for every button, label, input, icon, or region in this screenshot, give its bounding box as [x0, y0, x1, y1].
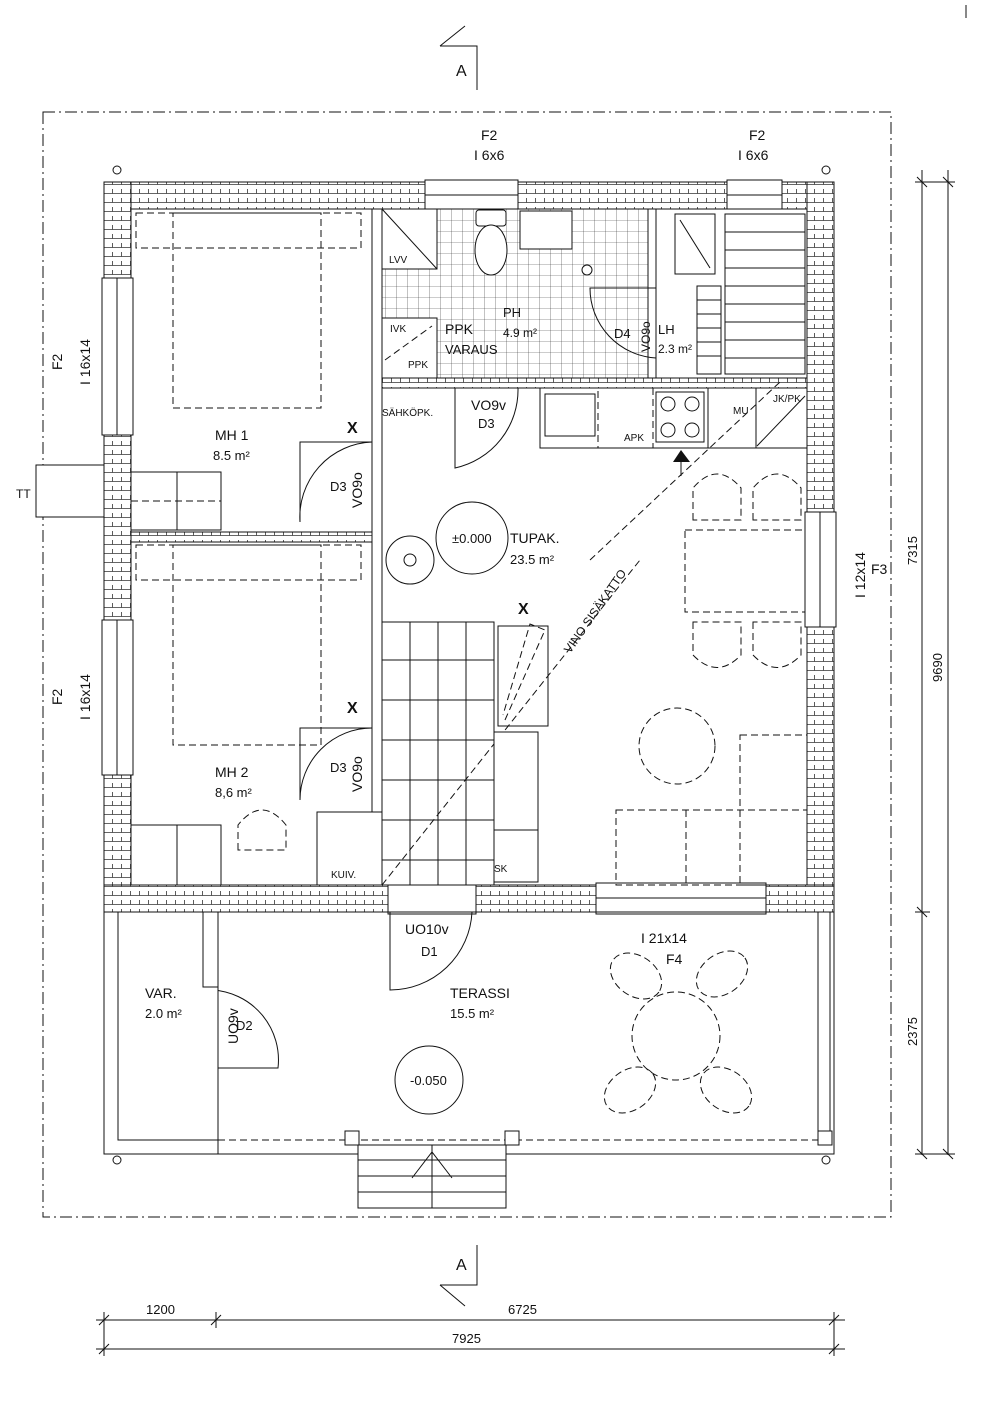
- svg-text:A: A: [456, 63, 467, 80]
- room-mh2-name: MH 2: [215, 764, 249, 780]
- svg-text:A: A: [456, 1257, 467, 1274]
- toilet-icon: [474, 209, 508, 276]
- room-ph-name: PH: [503, 305, 521, 320]
- plot-frame: [42, 111, 892, 1218]
- marker-x-mh1: X: [347, 420, 358, 437]
- door-mh1-type: D3: [330, 479, 347, 494]
- room-lh-name: LH: [658, 322, 675, 337]
- window-openings: [101, 179, 837, 915]
- door-main-type: D1: [421, 944, 438, 959]
- level-terrace: [394, 1045, 464, 1115]
- room-var-area: 2.0 m²: [145, 1006, 183, 1021]
- room-mh1-area: 8.5 m²: [213, 448, 251, 463]
- dim-bottom-right: 6725: [508, 1302, 537, 1317]
- terrace: [103, 911, 835, 1209]
- sink-icon: [544, 393, 596, 437]
- door-var-type: D2: [236, 1018, 253, 1033]
- room-tupak-area: 23.5 m²: [510, 552, 555, 567]
- dim-right-total: 9690: [930, 653, 945, 682]
- section-mark-bottom: A: [439, 1245, 478, 1307]
- fixture-lvv: LVV: [389, 255, 407, 266]
- dimension-lines-right: [915, 170, 955, 1160]
- level-floor-value: ±0.000: [452, 531, 492, 546]
- kitchen-counter: [539, 387, 808, 449]
- dim-bottom-total: 7925: [452, 1331, 481, 1346]
- dim-right-lower: 2375: [905, 1017, 920, 1046]
- interior-walls: [130, 208, 808, 886]
- chimney: TT: [16, 464, 105, 518]
- marker-x-stairs: X: [518, 601, 529, 618]
- fixture-jkpk: JK/PK: [773, 394, 801, 405]
- fixture-ppk-small: PPK: [408, 360, 428, 371]
- window-top-right-type: F2: [749, 127, 766, 143]
- fixture-sahkopk: SÄHKÖPK.: [382, 407, 433, 419]
- window-left-lower-type: F2: [49, 688, 65, 705]
- room-tupak-name: TUPAK.: [510, 530, 560, 546]
- dim-right-upper: 7315: [905, 536, 920, 565]
- door-swings: [211, 287, 657, 1069]
- room-terassi-name: TERASSI: [450, 985, 510, 1001]
- window-left-lower-size: I 16x14: [77, 674, 93, 720]
- ladder-hatch: [502, 623, 546, 721]
- room-lh-area: 2.3 m²: [658, 342, 692, 356]
- mh2-furniture: [130, 544, 362, 886]
- fixture-sk: SK: [494, 864, 508, 875]
- fixture-mu: MU: [733, 406, 749, 417]
- dining-set: [684, 473, 806, 668]
- room-terassi-area: 15.5 m²: [450, 1006, 495, 1021]
- window-terrace-type: F4: [666, 951, 683, 967]
- window-left-upper-size: I 16x14: [77, 339, 93, 385]
- window-right-type: F3: [871, 561, 888, 577]
- door-main-code: UO10v: [405, 921, 449, 937]
- shower-icon: [581, 264, 593, 276]
- room-var-name: VAR.: [145, 985, 177, 1001]
- fixture-kuiv: KUIV.: [331, 870, 356, 881]
- window-terrace-size: I 21x14: [641, 930, 687, 946]
- window-right-size: I 12x14: [852, 552, 868, 598]
- fixture-ppk: PPK: [445, 321, 474, 337]
- marker-x-mh2: X: [347, 700, 358, 717]
- door-mh2-type: D3: [330, 760, 347, 775]
- dim-bottom-left: 1200: [146, 1302, 175, 1317]
- svg-text:TT: TT: [16, 487, 31, 501]
- door-tupak-type: D3: [478, 416, 495, 431]
- door-lh-type: D4: [614, 326, 631, 341]
- window-top-right-size: I 6x6: [738, 147, 769, 163]
- washbasin-icon: [519, 210, 573, 250]
- corner-marks: [112, 165, 831, 1165]
- window-left-upper-type: F2: [49, 353, 65, 370]
- door-mh1-code: VO9o: [349, 472, 365, 508]
- level-floor: [435, 501, 509, 575]
- room-mh1-name: MH 1: [215, 427, 249, 443]
- fixture-varaus: VARAUS: [445, 342, 498, 357]
- room-mh2-area: 8,6 m²: [215, 785, 253, 800]
- fixture-ivk: IVK: [390, 324, 406, 335]
- window-top-left-size: I 6x6: [474, 147, 505, 163]
- door-mh2-code: VO9o: [349, 756, 365, 792]
- lounge-set: [615, 707, 808, 886]
- level-terrace-value: -0.050: [410, 1073, 447, 1088]
- sk-cabinet: [493, 731, 539, 883]
- door-var-code: UO9v: [225, 1008, 241, 1044]
- mh1-furniture: [130, 212, 362, 531]
- window-top-left-type: F2: [481, 127, 498, 143]
- section-mark-top: A: [439, 25, 478, 90]
- ivk-cabinet: [381, 317, 438, 379]
- sauna: [655, 208, 808, 379]
- door-lh-code: VO9o: [639, 321, 653, 352]
- door-tupak-code: VO9v: [471, 397, 506, 413]
- stairs: [381, 559, 641, 886]
- room-ph-area: 4.9 m²: [503, 326, 537, 340]
- dimension-lines-bottom: [96, 1312, 845, 1356]
- arrow-up-icon: [673, 450, 690, 462]
- note-sloped-ceiling: VINO SISÄKATTO: [561, 567, 629, 656]
- fixture-apk: APK: [624, 433, 644, 444]
- terrace-table: [603, 950, 753, 1114]
